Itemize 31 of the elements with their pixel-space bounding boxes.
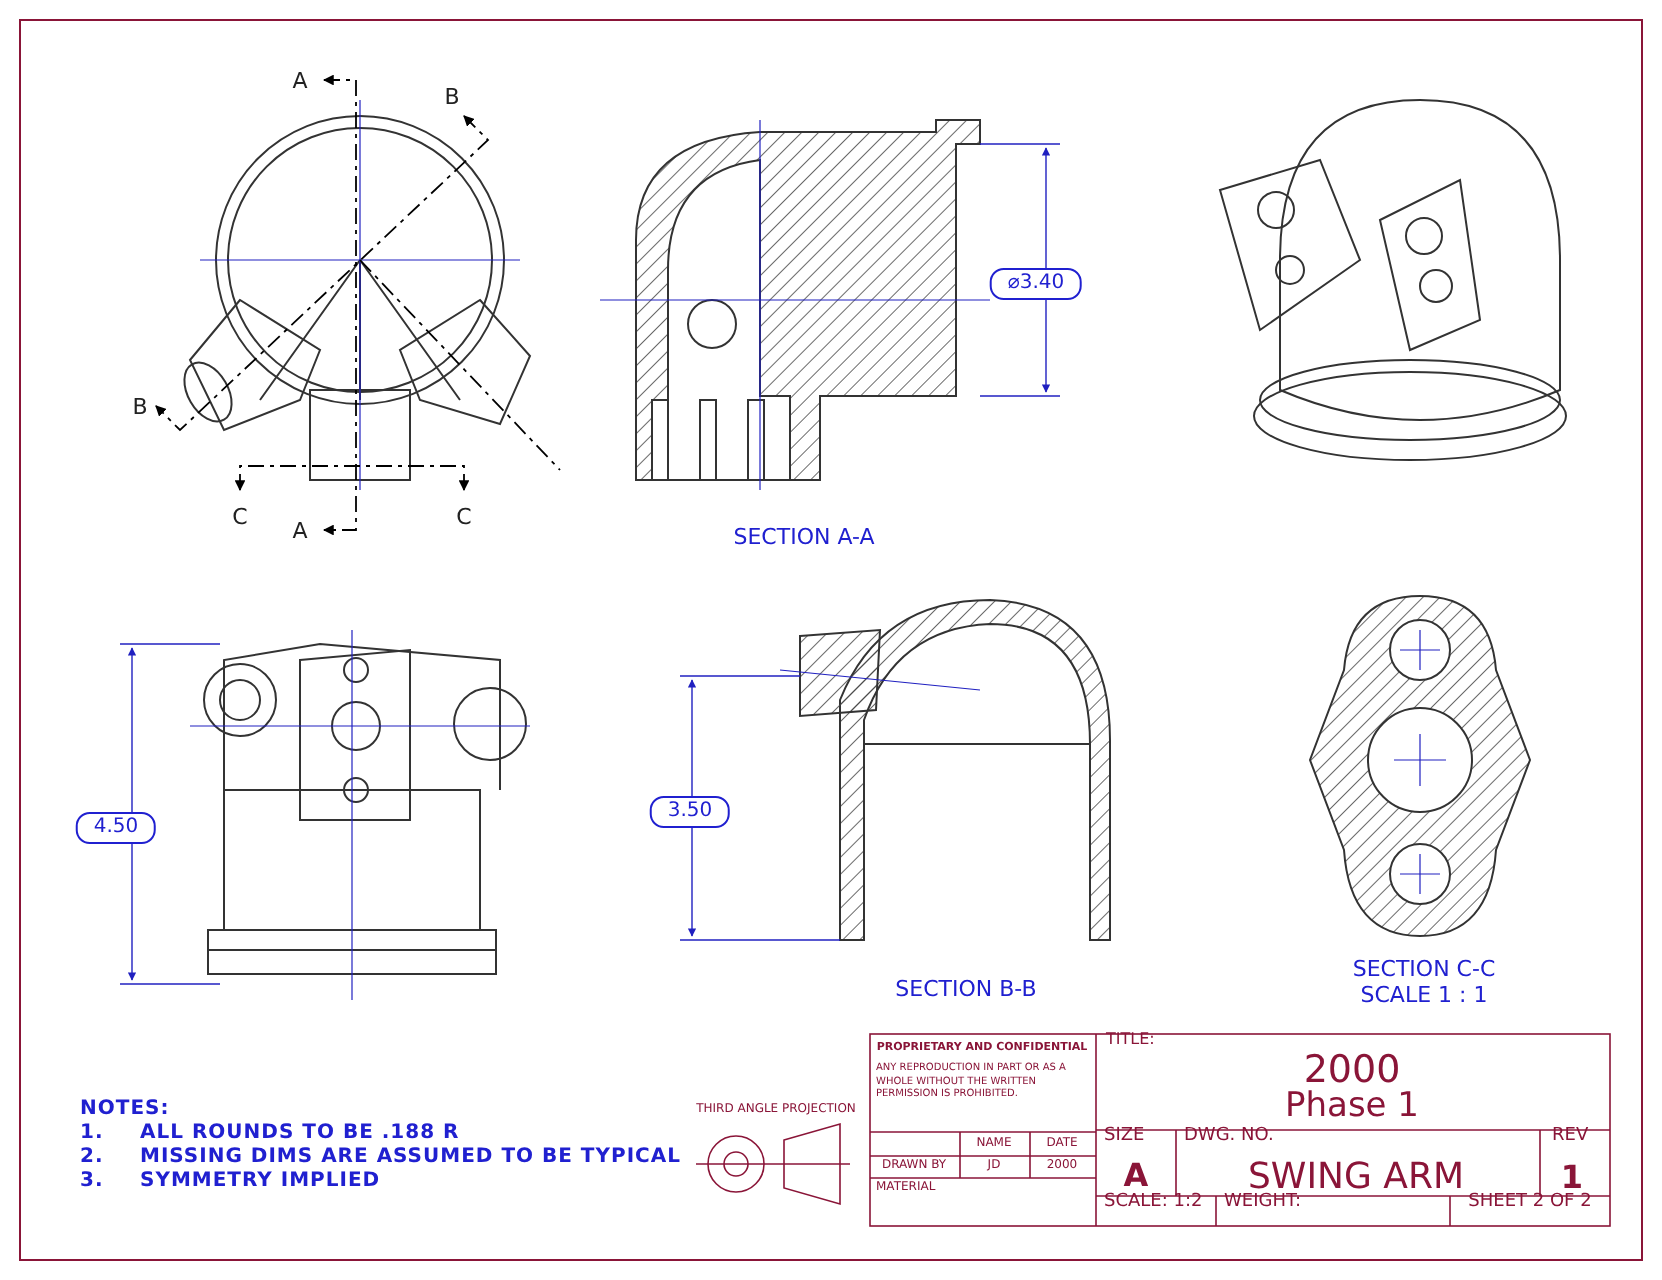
- view-caption: SECTION A-A: [733, 525, 875, 547]
- note-text: MISSING DIMS ARE ASSUMED TO BE TYPICAL: [140, 1148, 681, 1168]
- drawing-title: Phase 1: [1285, 1089, 1419, 1123]
- dimension-value: 3.50: [649, 796, 731, 828]
- note-text: SYMMETRY IMPLIED: [140, 1172, 381, 1192]
- note-number: 2.: [80, 1148, 104, 1168]
- note-text: ALL ROUNDS TO BE .188 R: [140, 1124, 460, 1144]
- notes-heading: NOTES:: [80, 1100, 170, 1120]
- field-caption: TITLE:: [1106, 1032, 1155, 1048]
- field-caption: SIZE: [1104, 1127, 1145, 1145]
- note-number: 1.: [80, 1124, 104, 1144]
- view-caption: SECTION B-B: [895, 977, 1037, 999]
- scale-label: SCALE: 1:2: [1104, 1193, 1203, 1211]
- section-letter: A: [292, 519, 308, 541]
- note-number: 3.: [80, 1172, 104, 1192]
- size-value: A: [1123, 1160, 1149, 1192]
- dimension-value: 4.50: [75, 812, 157, 844]
- field-caption: REV: [1552, 1127, 1589, 1145]
- section-letter: C: [232, 505, 248, 527]
- dimension-value: ⌀3.40: [989, 268, 1083, 300]
- revision-value: 1: [1560, 1162, 1584, 1194]
- field-caption: DWG. NO.: [1184, 1127, 1274, 1145]
- section-letter: A: [292, 69, 308, 91]
- view-caption: SECTION C-C: [1352, 957, 1496, 979]
- weight-label: WEIGHT:: [1224, 1193, 1302, 1211]
- drawing-title: 2000: [1303, 1051, 1401, 1089]
- section-letter: C: [456, 505, 472, 527]
- section-letter: B: [444, 85, 460, 107]
- sheet-number: SHEET 2 OF 2: [1468, 1193, 1592, 1211]
- scale-note: SCALE 1 : 1: [1360, 983, 1488, 1005]
- section-letter: B: [132, 395, 148, 417]
